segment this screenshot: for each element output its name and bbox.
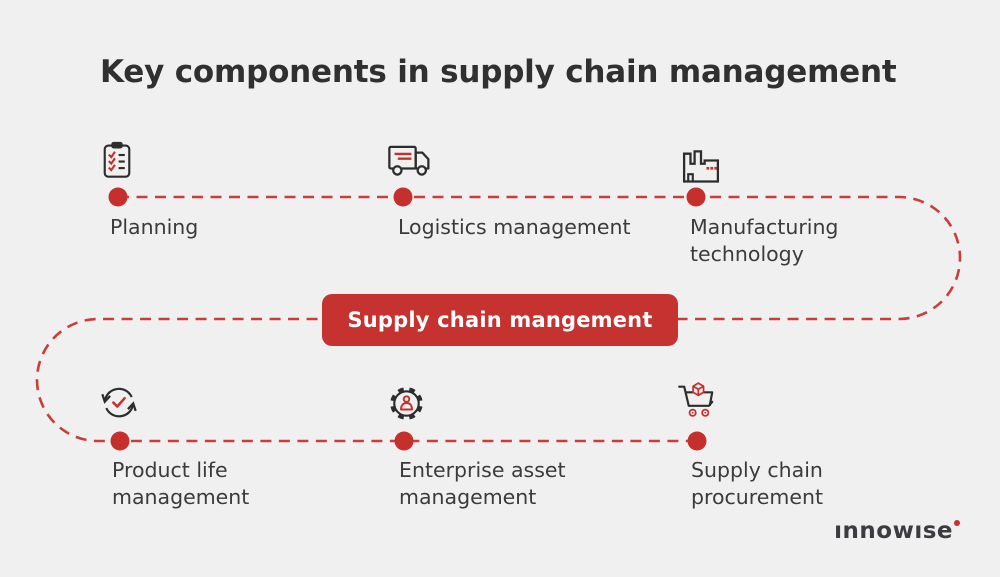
timeline-dot xyxy=(394,431,414,451)
timeline-dot xyxy=(687,431,707,451)
innowise-logo-text: ınnowıse xyxy=(834,518,953,544)
timeline-dot xyxy=(110,431,130,451)
label-logistics-management: Logistics management xyxy=(398,215,631,239)
label-enterprise-asset-management: Enterprise asset management xyxy=(399,458,566,509)
label-planning: Planning xyxy=(110,215,199,239)
page-title: Key components in supply chain managemen… xyxy=(100,54,897,90)
timeline-dot xyxy=(686,187,706,207)
cart-package-icon xyxy=(676,381,718,425)
timeline-dot xyxy=(108,187,128,207)
logo-red-dot xyxy=(954,520,960,526)
supply-chain-management-button-label: Supply chain mangement xyxy=(347,308,653,332)
innowise-logo: ınnowıse xyxy=(834,518,960,544)
timeline-dot xyxy=(393,187,413,207)
supply-chain-management-button: Supply chain mangement xyxy=(322,294,678,346)
lifecycle-check-icon xyxy=(98,383,140,427)
factory-icon xyxy=(680,149,722,187)
delivery-truck-icon xyxy=(387,144,434,183)
gear-person-icon xyxy=(387,384,426,427)
label-product-life-management: Product life management xyxy=(112,458,250,509)
clipboard-checklist-icon xyxy=(99,139,135,184)
label-supply-chain-procurement: Supply chain procurement xyxy=(691,458,823,509)
label-manufacturing-technology: Manufacturing technology xyxy=(690,215,839,266)
